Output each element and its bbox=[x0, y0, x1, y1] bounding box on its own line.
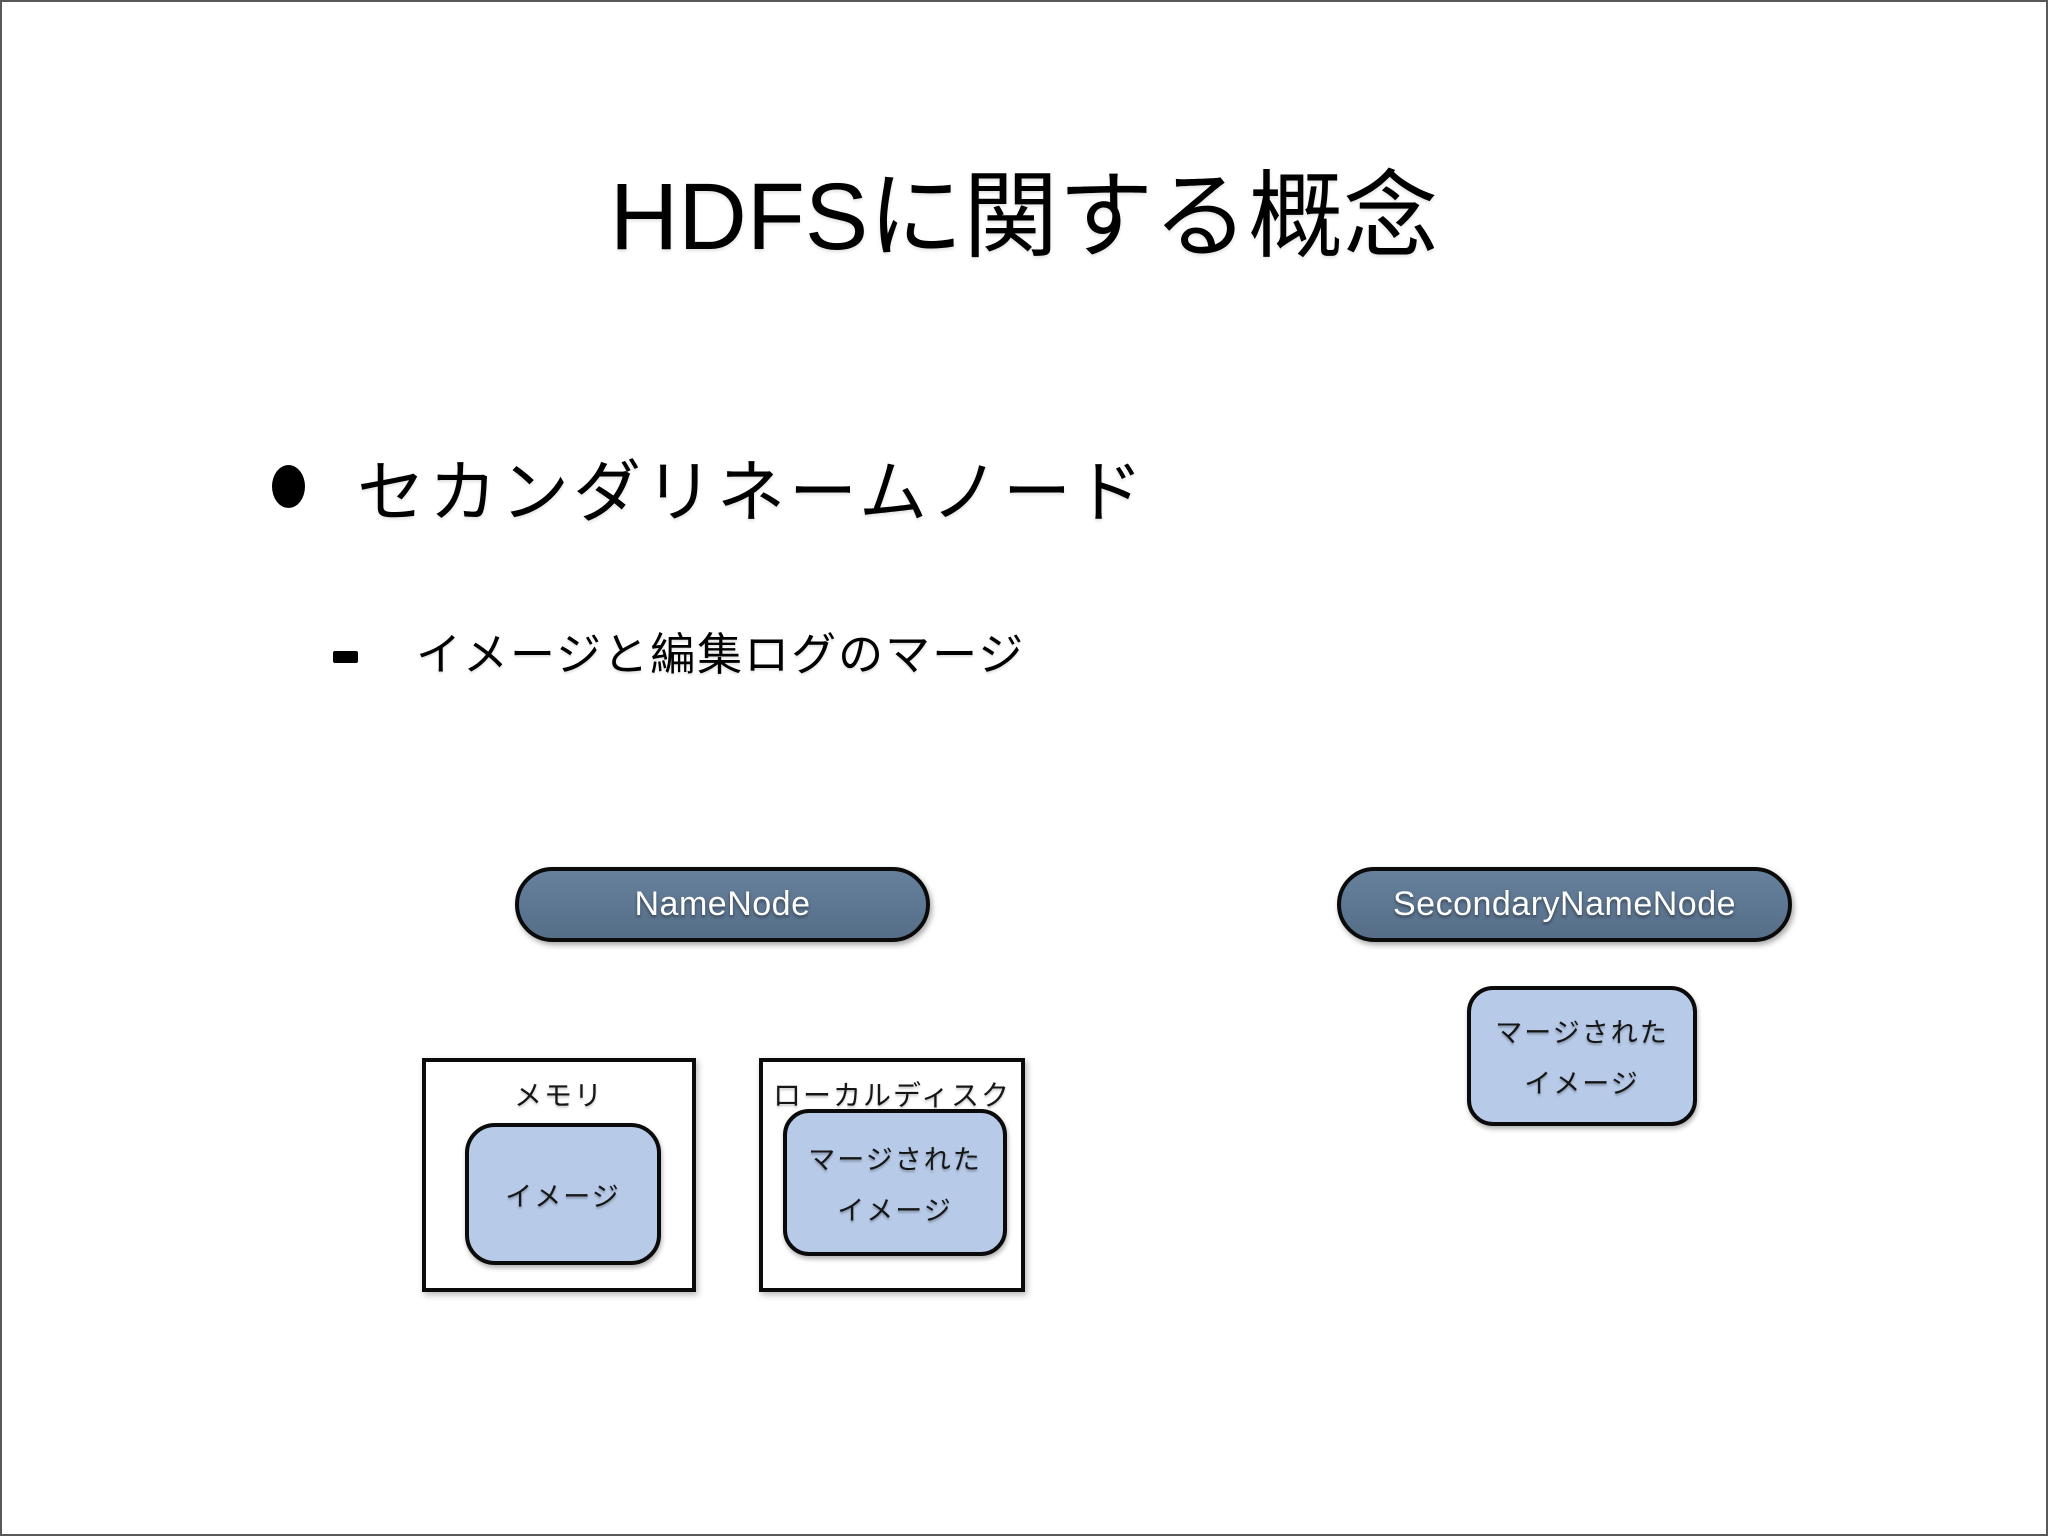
dash-bullet-icon bbox=[333, 651, 358, 663]
image-box: イメージ bbox=[465, 1123, 661, 1265]
merged-image-box-line1: マージされた bbox=[808, 1144, 982, 1175]
secondary-merged-image-line2: イメージ bbox=[1524, 1069, 1640, 1099]
bullet-item: セカンダリネームノード bbox=[272, 440, 1147, 532]
secondary-merged-image-line1: マージされた bbox=[1495, 1018, 1669, 1048]
merged-image-box: マージされた イメージ bbox=[783, 1109, 1007, 1256]
secondarynamenode-node: SecondaryNameNode bbox=[1337, 867, 1792, 942]
memory-box: メモリ イメージ bbox=[422, 1058, 696, 1292]
namenode-node: NameNode bbox=[515, 867, 930, 942]
secondarynamenode-label: SecondaryNameNode bbox=[1392, 885, 1737, 923]
bullet-dot-icon bbox=[272, 464, 305, 508]
namenode-label: NameNode bbox=[634, 885, 811, 923]
sub-bullet-text: イメージと編集ログのマージ bbox=[416, 628, 1026, 680]
sub-bullet-item: イメージと編集ログのマージ bbox=[333, 610, 1025, 690]
local-disk-box: ローカルディスク マージされた イメージ bbox=[759, 1058, 1025, 1292]
memory-box-label: メモリ bbox=[513, 1080, 604, 1111]
bullet-text: セカンダリネームノード bbox=[357, 454, 1147, 531]
secondary-merged-image-box: マージされた イメージ bbox=[1467, 986, 1697, 1126]
merged-image-box-line2: イメージ bbox=[837, 1195, 953, 1226]
slide-title: HDFSに関する概念 bbox=[609, 164, 1439, 270]
local-disk-box-label: ローカルディスク bbox=[772, 1080, 1012, 1111]
image-box-label: イメージ bbox=[505, 1181, 621, 1212]
